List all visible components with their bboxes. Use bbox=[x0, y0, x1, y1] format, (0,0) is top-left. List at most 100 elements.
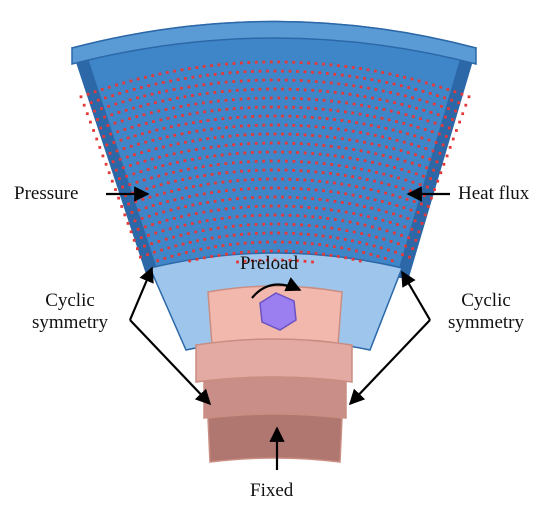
heat-dot bbox=[450, 98, 454, 102]
heat-dot bbox=[426, 185, 429, 189]
heat-dot bbox=[228, 71, 232, 75]
heat-dot bbox=[209, 82, 213, 86]
heat-dot bbox=[142, 113, 146, 117]
heat-dot bbox=[188, 131, 191, 134]
heat-dot bbox=[355, 139, 359, 143]
heat-dot bbox=[150, 111, 153, 115]
heat-dot bbox=[343, 174, 347, 177]
heat-dot bbox=[121, 100, 125, 104]
heat-dot bbox=[243, 214, 247, 218]
heat-dot bbox=[422, 174, 425, 178]
heat-dot bbox=[191, 139, 195, 143]
heat-dot bbox=[123, 213, 127, 217]
heat-dot bbox=[367, 215, 370, 219]
heat-dot bbox=[292, 142, 296, 145]
heat-dot bbox=[273, 258, 277, 262]
heat-dot bbox=[228, 116, 232, 120]
heat-dot bbox=[164, 172, 168, 176]
heat-dot bbox=[266, 150, 269, 154]
heat-dot bbox=[345, 101, 348, 105]
heat-dot bbox=[337, 164, 341, 167]
heat-dot bbox=[210, 255, 214, 258]
heat-dot bbox=[122, 81, 126, 85]
heat-dot bbox=[307, 160, 311, 164]
heat-dot bbox=[254, 142, 258, 145]
heat-dot bbox=[258, 258, 262, 262]
heat-dot bbox=[303, 178, 307, 182]
heat-dot bbox=[330, 226, 334, 230]
heat-dot bbox=[202, 83, 206, 87]
heat-dot bbox=[166, 116, 170, 120]
heat-dot bbox=[121, 185, 124, 189]
heat-dot bbox=[296, 70, 299, 73]
heat-dot bbox=[141, 197, 145, 201]
heat-dot bbox=[128, 98, 132, 102]
cyclic-left-line1: Cyclic bbox=[45, 290, 95, 311]
heat-dot bbox=[224, 162, 228, 165]
heat-dot bbox=[148, 130, 151, 134]
heat-dot bbox=[387, 118, 391, 122]
heat-dot bbox=[179, 105, 183, 108]
heat-dot bbox=[347, 183, 351, 187]
heat-dot bbox=[373, 133, 377, 137]
heat-dot bbox=[318, 116, 322, 120]
heat-dot bbox=[451, 137, 455, 141]
heat-dot bbox=[425, 166, 428, 170]
heat-dot bbox=[136, 161, 140, 165]
heat-dot bbox=[273, 69, 277, 73]
heat-dot bbox=[367, 169, 371, 173]
heat-dot bbox=[296, 196, 299, 199]
heat-dot bbox=[384, 210, 388, 214]
heat-dot bbox=[408, 189, 412, 193]
heat-dot bbox=[262, 186, 266, 190]
heat-dot bbox=[359, 195, 362, 198]
heat-dot bbox=[262, 141, 266, 145]
heat-dot bbox=[176, 160, 179, 164]
heat-dot bbox=[236, 242, 240, 246]
heat-dot bbox=[164, 237, 168, 241]
heat-dot bbox=[333, 154, 337, 158]
heat-dot bbox=[120, 205, 124, 208]
heat-dot bbox=[165, 71, 169, 74]
heat-dot bbox=[363, 95, 367, 99]
heat-dot bbox=[225, 62, 228, 66]
heat-dot bbox=[139, 255, 142, 259]
heat-dot bbox=[254, 60, 258, 64]
heat-dot bbox=[307, 187, 310, 191]
heat-dot bbox=[329, 108, 332, 112]
heat-dot bbox=[447, 126, 451, 130]
heat-dot bbox=[315, 224, 319, 228]
heat-dot bbox=[340, 119, 344, 122]
heat-dot bbox=[314, 143, 318, 147]
heat-dot bbox=[277, 60, 281, 64]
heat-dot bbox=[266, 87, 269, 91]
heat-dot bbox=[389, 174, 393, 178]
heat-dot bbox=[218, 172, 221, 175]
heat-dot bbox=[180, 132, 184, 136]
heat-dot bbox=[228, 134, 232, 138]
heat-dot bbox=[165, 154, 169, 157]
heat-dot bbox=[333, 118, 336, 121]
heat-dot bbox=[355, 203, 359, 207]
heat-dot bbox=[329, 190, 333, 193]
heat-dot bbox=[232, 125, 236, 129]
heat-dot bbox=[392, 147, 396, 151]
heat-dot bbox=[408, 255, 411, 259]
heat-dot bbox=[417, 79, 421, 83]
heat-dot bbox=[326, 135, 329, 139]
heat-dot bbox=[407, 236, 411, 240]
heat-dot bbox=[393, 101, 396, 104]
heat-dot bbox=[344, 192, 348, 196]
heat-dot bbox=[281, 132, 284, 136]
heat-dot bbox=[337, 191, 340, 195]
heat-dot bbox=[129, 164, 132, 167]
heat-dot bbox=[147, 84, 151, 88]
heat-dot bbox=[348, 92, 352, 96]
heat-dot bbox=[228, 152, 232, 156]
heat-dot bbox=[337, 209, 341, 213]
heat-dot bbox=[348, 220, 352, 224]
heat-dot bbox=[366, 196, 370, 200]
heat-dot bbox=[224, 144, 228, 147]
heat-dot bbox=[296, 214, 300, 217]
heat-dot bbox=[410, 161, 414, 165]
